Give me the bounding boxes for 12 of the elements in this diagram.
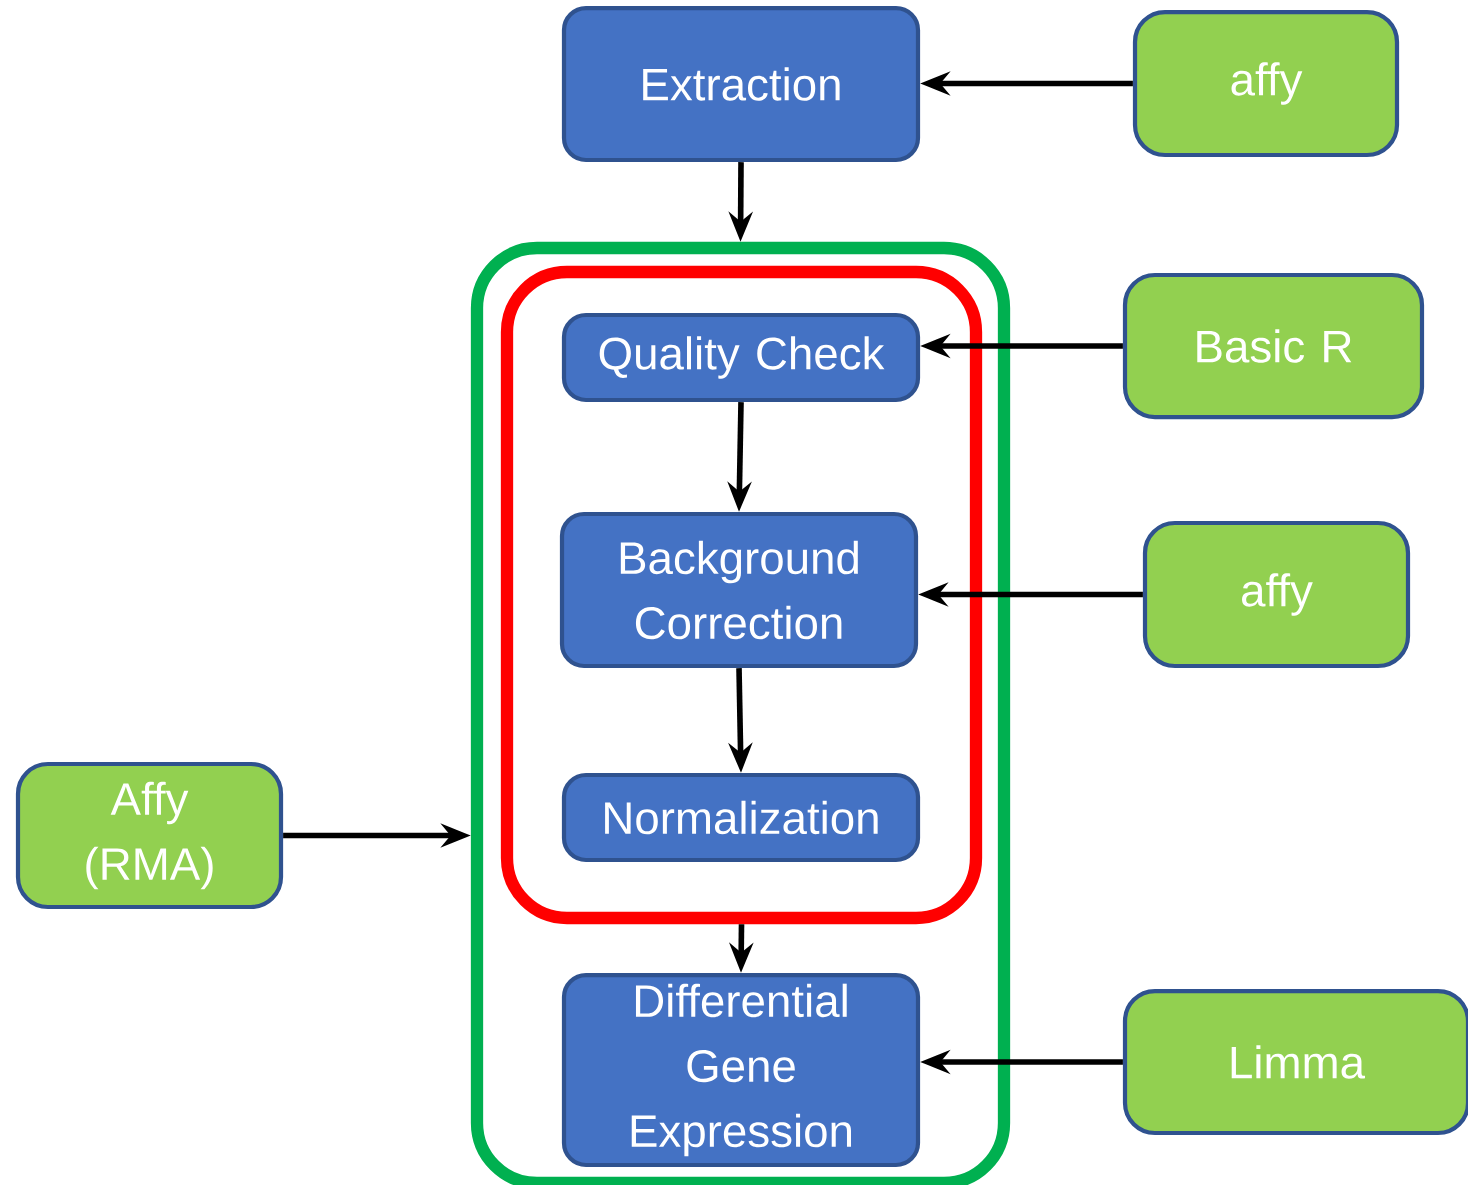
group-outline xyxy=(500,265,983,925)
tool-box: affy xyxy=(1142,520,1411,669)
process-box: Quality Check xyxy=(561,312,921,403)
process-box: Background Correction xyxy=(559,511,919,669)
tool-box: Limma xyxy=(1122,988,1468,1136)
tool-box: Basic R xyxy=(1122,272,1425,420)
tool-box: affy xyxy=(1132,9,1400,158)
tool-box: Affy (RMA) xyxy=(15,761,284,910)
process-box: Differential Gene Expression xyxy=(561,972,921,1168)
process-box: Normalization xyxy=(561,772,921,863)
group-outline xyxy=(470,241,1011,1185)
process-box: Extraction xyxy=(561,5,921,163)
